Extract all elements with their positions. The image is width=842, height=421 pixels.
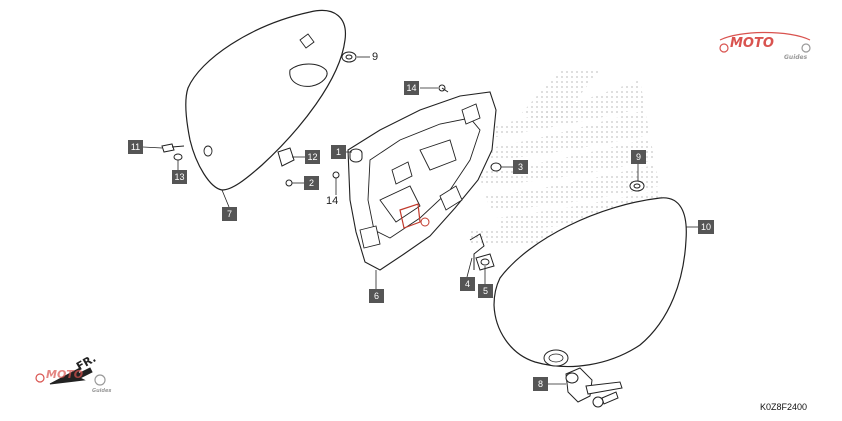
callout-10: 10 [698,220,714,234]
watermark-subtext-lower: Guides [92,388,112,394]
rubber-cushion-part [490,162,502,172]
leader-lines [142,56,698,385]
watermark-text-lower: MOTO [46,368,84,381]
callout-14-upper: 14 [404,81,419,95]
bolt-part [161,143,175,153]
clip-nut-part [277,147,295,167]
key-cylinder-part [565,367,623,408]
callout-1: 1 [331,145,346,159]
right-side-cover-part [493,197,687,368]
callout-13: 13 [172,170,187,184]
moto-watermark-logo-lower [35,373,106,386]
callout-3: 3 [513,160,528,174]
callout-4: 4 [460,277,475,291]
callout-12: 12 [305,150,320,164]
left-side-cover-part [185,9,347,191]
callout-2: 2 [304,176,319,190]
honda-wing-emblem [470,70,665,249]
front-arrow-icon [49,366,93,385]
watermark-text-upper: MOTO [730,36,774,51]
callout-8: 8 [533,377,548,391]
screw-part [285,179,293,187]
callout-5: 5 [478,284,493,298]
screw-14-lower-part [332,171,340,179]
label-9-upper: 9 [372,51,379,63]
callout-9-right: 9 [631,150,646,164]
callout-6: 6 [369,289,384,303]
drawing-code: K0Z8F2400 [760,402,808,412]
callout-11: 11 [128,140,143,154]
washer-part [173,153,183,161]
moto-watermark-logo [719,31,811,53]
small-parts [161,51,645,271]
callout-7: 7 [222,207,237,221]
label-14-lower: 14 [326,195,339,207]
spring-clip-part [469,233,485,270]
watermark-subtext-upper: Guides [784,54,808,61]
center-bracket-part [347,91,497,271]
